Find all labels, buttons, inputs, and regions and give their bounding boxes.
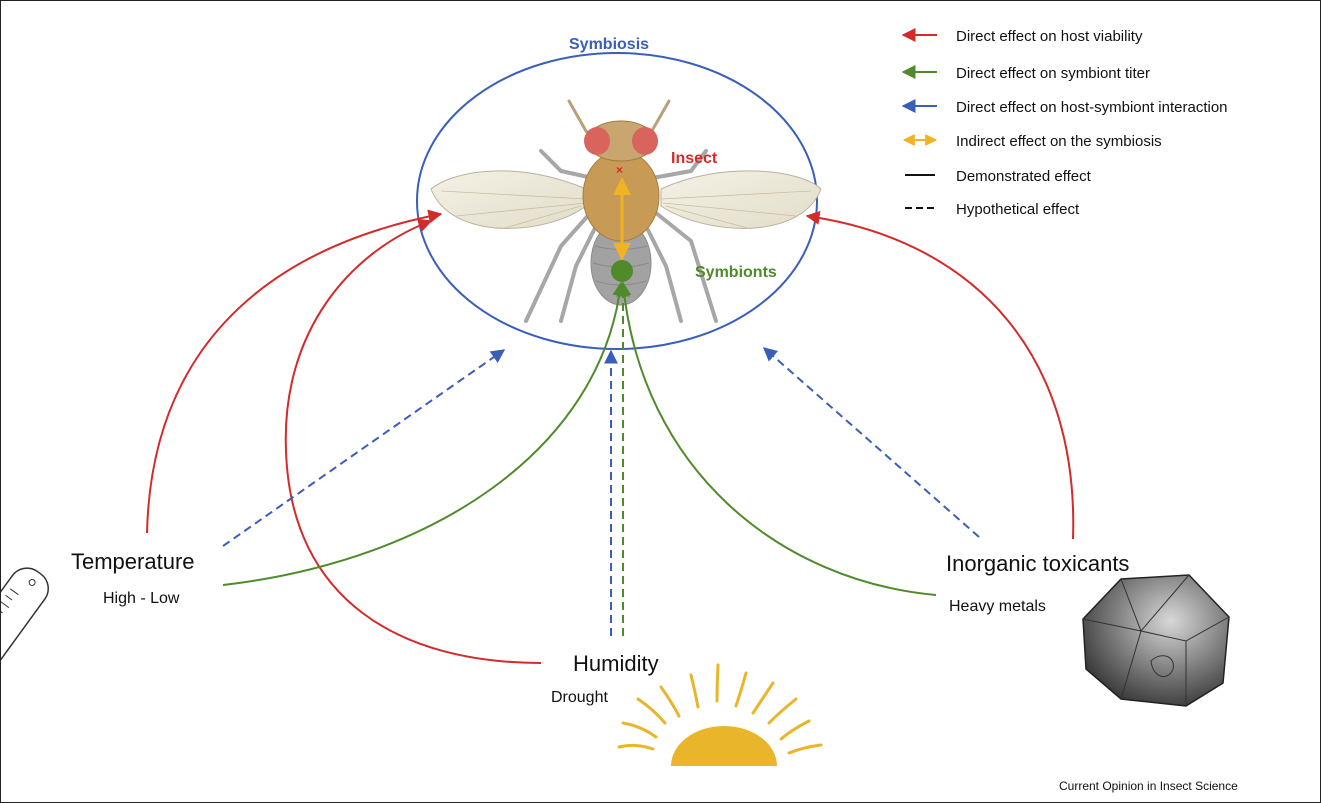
credit-text: Current Opinion in Insect Science [1059, 779, 1238, 793]
rock-icon [1083, 575, 1229, 706]
symbiosis-label: Symbiosis [569, 36, 649, 53]
temperature-subtitle: High - Low [103, 590, 180, 607]
temperature-to-interaction-arrow [223, 350, 504, 546]
legend-item-label: Indirect effect on the symbiosis [956, 133, 1162, 150]
toxicants-title: Inorganic toxicants [946, 551, 1129, 576]
legend-item-label: Demonstrated effect [956, 168, 1092, 185]
sun-icon [619, 665, 821, 766]
temperature-title: Temperature [71, 549, 195, 574]
temperature-to-symbionts-arrow [223, 283, 621, 585]
legend: Direct effect on host viability Direct e… [903, 28, 1228, 218]
insect-label: Insect [671, 150, 718, 167]
legend-item-label: Direct effect on symbiont titer [956, 65, 1150, 82]
legend-item-label: Hypothetical effect [956, 201, 1080, 218]
humidity-to-host-arrow [286, 221, 541, 663]
thermometer-icon [1, 561, 55, 704]
legend-item-label: Direct effect on host-symbiont interacti… [956, 99, 1228, 116]
fly-icon [431, 101, 821, 321]
symbionts-label: Symbionts [695, 264, 777, 281]
humidity-subtitle: Drought [551, 689, 608, 706]
toxicants-subtitle: Heavy metals [949, 598, 1046, 615]
toxicants-to-host-arrow [807, 216, 1073, 539]
toxicants-to-interaction-arrow [764, 348, 979, 537]
legend-item-label: Direct effect on host viability [956, 28, 1143, 45]
toxicants-to-symbionts-arrow [623, 283, 936, 595]
insect-marker-icon: × [616, 163, 623, 177]
humidity-title: Humidity [573, 651, 659, 676]
symbionts-dot [611, 260, 633, 282]
